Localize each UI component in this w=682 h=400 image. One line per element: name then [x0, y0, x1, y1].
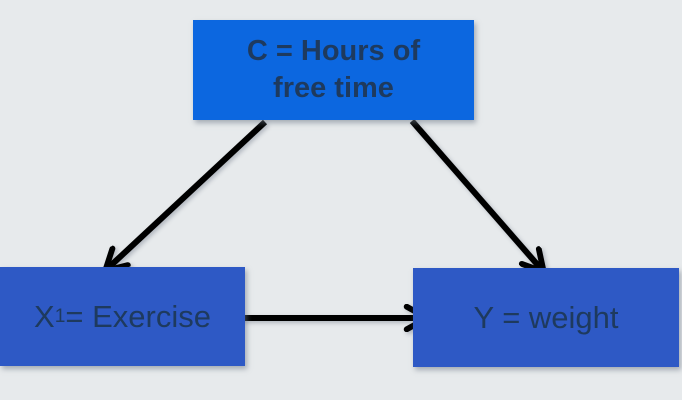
exposure-label-rest: = Exercise [65, 298, 211, 334]
outcome-label: Y = weight [473, 299, 619, 335]
arrow-confounder-to-outcome [409, 119, 543, 271]
exposure-label-base: X [34, 298, 55, 334]
confounder-label-line1: C = Hours of [246, 35, 421, 67]
confounder-label-line2: free time [273, 72, 394, 104]
node-outcome: Y = weight [413, 268, 679, 367]
arrow-confounder-to-exposure [106, 119, 268, 270]
node-confounder: C = Hours of free time [193, 20, 474, 120]
